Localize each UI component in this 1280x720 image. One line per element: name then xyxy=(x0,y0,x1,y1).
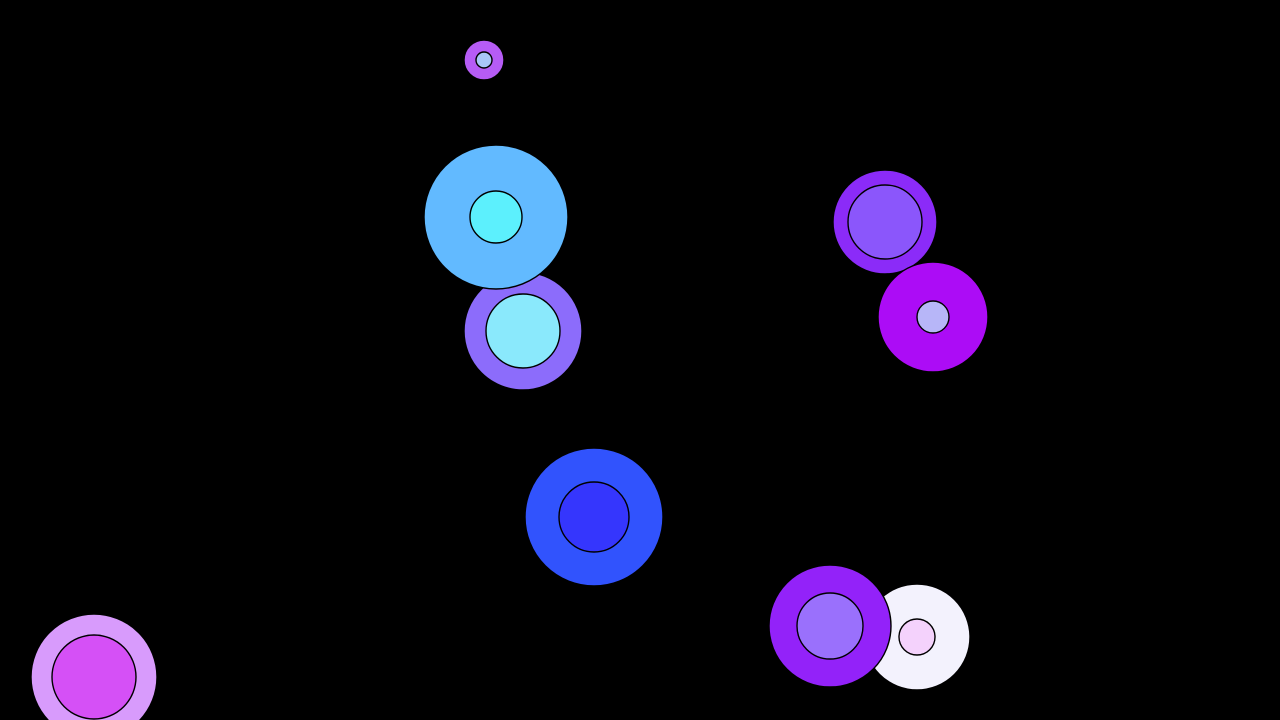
circle-token-magenta-right[interactable] xyxy=(877,261,989,373)
circle-inner-periwinkle xyxy=(485,293,561,369)
circle-inner-light-blue xyxy=(469,190,523,244)
circle-inner-violet-lower xyxy=(796,592,864,660)
circle-inner-orchid-corner xyxy=(51,634,137,720)
circle-token-light-blue[interactable] xyxy=(423,144,569,290)
circle-token-violet-lower[interactable] xyxy=(768,564,892,688)
circle-inner-violet-upper-right xyxy=(847,184,923,260)
circle-token-white-lower[interactable] xyxy=(863,583,971,691)
circle-inner-royal-blue xyxy=(558,481,630,553)
circle-token-orchid-corner[interactable] xyxy=(30,613,158,720)
circle-token-violet-upper-right[interactable] xyxy=(832,169,938,275)
circle-token-small-top[interactable] xyxy=(463,39,505,81)
circle-token-periwinkle[interactable] xyxy=(463,271,583,391)
circle-inner-white-lower xyxy=(898,618,936,656)
circle-inner-small-top xyxy=(475,51,493,69)
circle-inner-magenta-right xyxy=(916,300,950,334)
circle-token-royal-blue[interactable] xyxy=(524,447,664,587)
